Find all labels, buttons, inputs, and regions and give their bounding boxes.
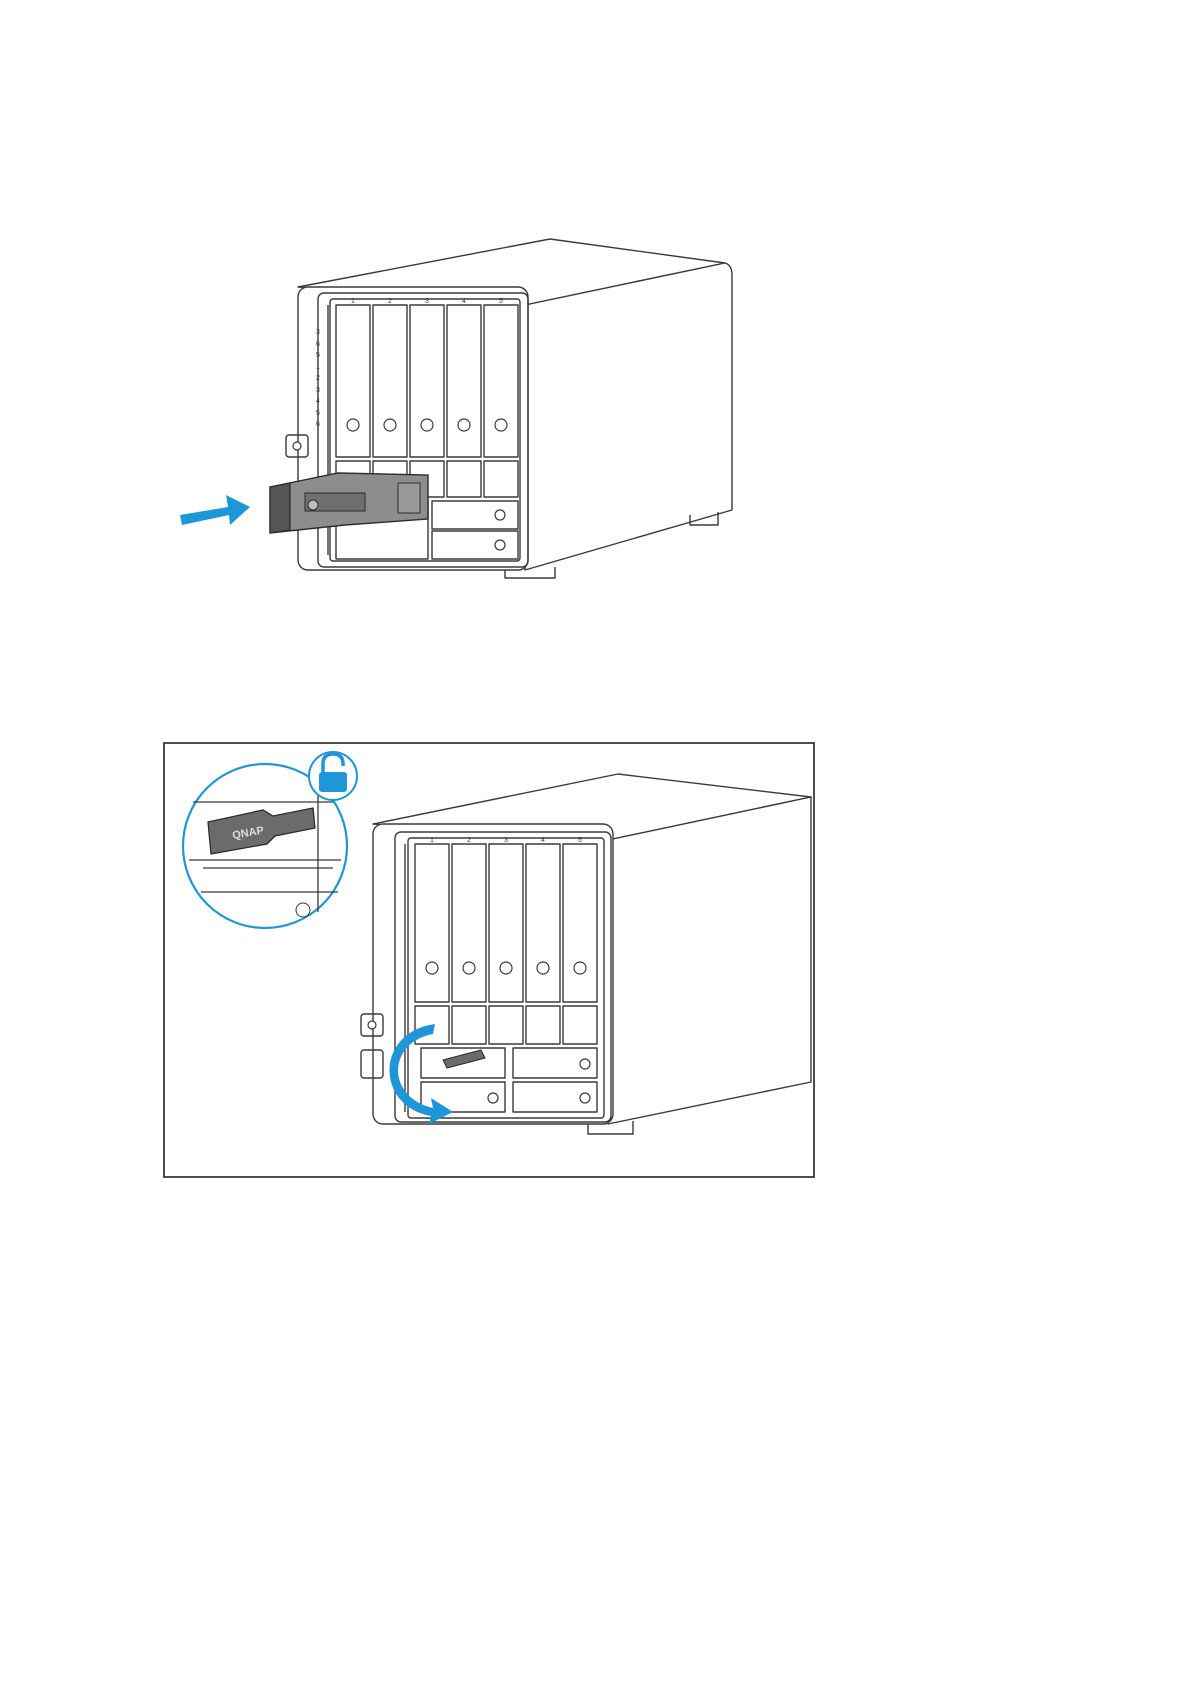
nas-key-lock-illustration: QNAP 1 2 3 4 5 [163, 742, 815, 1178]
side-digit: 6 [316, 339, 326, 351]
bay-number: 4 [462, 298, 466, 305]
side-digit: 4 [316, 396, 326, 408]
bay-number: 2 [388, 298, 392, 305]
nas-key-lock-figure: QNAP 1 2 3 4 5 [163, 742, 815, 1178]
unlocked-padlock-icon [319, 772, 347, 792]
unlock-badge [309, 752, 357, 800]
bay-number: 3 [504, 837, 508, 844]
bay-number: 5 [578, 837, 582, 844]
side-digit: 3 [316, 327, 326, 339]
bay-number: 1 [351, 298, 355, 305]
bay-number: 5 [499, 298, 503, 305]
bay-number: 3 [425, 298, 429, 305]
side-digit: 3 [316, 385, 326, 397]
nas-tray-insert-figure: 1 2 3 4 5 [170, 225, 810, 625]
bay-number: 1 [430, 837, 434, 844]
side-digit: 1 [316, 362, 326, 374]
side-digit-column: 3 6 5 1 2 3 4 5 6 [316, 327, 326, 431]
bay-number: 2 [467, 837, 471, 844]
side-digit: 2 [316, 373, 326, 385]
side-digit: 5 [316, 350, 326, 362]
side-digit: 5 [316, 408, 326, 420]
side-digit: 6 [316, 419, 326, 431]
nas-tray-insert-illustration: 1 2 3 4 5 [170, 225, 810, 625]
bay-number: 4 [541, 837, 545, 844]
insert-arrow-icon [180, 495, 250, 525]
